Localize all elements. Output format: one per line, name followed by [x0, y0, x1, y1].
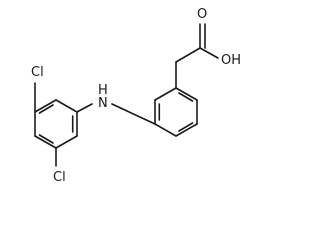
bond-nh-to-ring [111, 103, 156, 125]
amine-hydrogen-label: H [98, 83, 108, 98]
double-bond-inner [178, 122, 194, 132]
bond [34, 135, 57, 149]
nitrogen-label: N [98, 96, 108, 111]
bond-carboxyl-to-oh [199, 47, 219, 59]
right-benzene-ring [154, 87, 198, 137]
hydroxyl-label: OH [221, 53, 241, 68]
double-bond-inner [38, 134, 54, 144]
chlorine-top-label: Cl [31, 65, 44, 80]
bond [154, 123, 177, 137]
structural-formula: Cl Cl N H O OH [31, 7, 241, 185]
carbonyl-oxygen-label: O [197, 7, 207, 22]
bond [55, 135, 78, 149]
bond [175, 87, 198, 101]
bond-ch2-to-carboxyl [175, 47, 201, 63]
bond [34, 99, 57, 113]
bond-ring-to-nh [76, 103, 93, 113]
double-bond-inner [178, 92, 194, 102]
chlorine-bottom-label: Cl [53, 170, 66, 185]
bond [175, 123, 198, 137]
bond [55, 99, 78, 113]
bond [154, 87, 177, 101]
left-benzene-ring [34, 99, 78, 149]
double-bond-inner [38, 104, 54, 114]
